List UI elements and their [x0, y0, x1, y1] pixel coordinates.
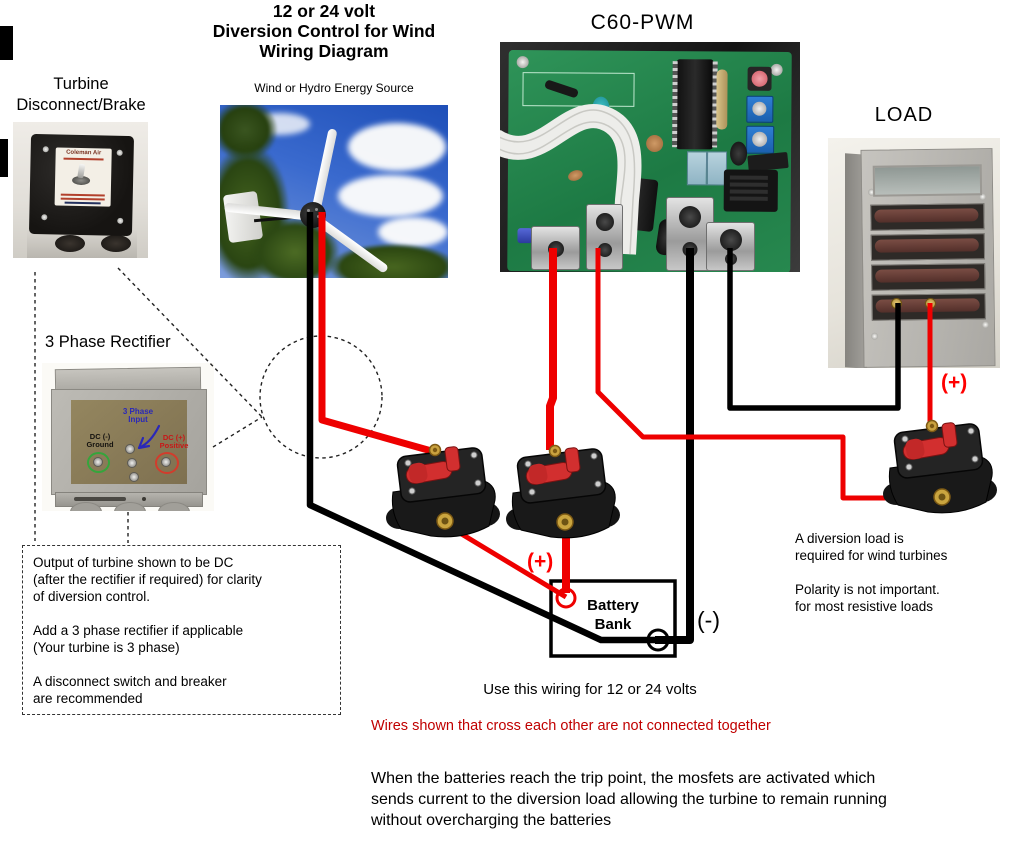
turbine-tail-fin: [222, 190, 264, 244]
label-fine-print: [64, 201, 101, 204]
edge-artifact-bottom: [0, 139, 8, 177]
heater-element-slot: [870, 233, 986, 261]
diversion-load-note: A diversion load is required for wind tu…: [795, 531, 948, 614]
page-title-line2: Diversion Control for Wind: [212, 21, 436, 41]
positive-terminal-ring: [155, 452, 179, 474]
disconnect-box: Coleman Air: [28, 133, 135, 237]
hub-bolt: [317, 215, 320, 218]
dashed-connector-rectifier-circle: [212, 416, 263, 448]
label-fine-print: [60, 197, 105, 200]
wire-c60-battery-positive: [546, 248, 557, 450]
load-terminal-negative: [891, 298, 902, 309]
rectifier-ground-label: DC (-) Ground: [86, 432, 114, 449]
heater-front-panel: [860, 148, 996, 368]
turbine-disconnect-label: Turbine Disconnect/Brake: [16, 75, 146, 114]
terminal-lug: [586, 204, 623, 270]
page-title-line1: 12 or 24 volt: [272, 1, 376, 21]
wire-c60-battery-negative: [655, 248, 694, 644]
input-terminal-bolt: [125, 444, 135, 454]
hub-bolt: [309, 217, 312, 220]
c60-pwm-label: C60-PWM: [590, 11, 695, 34]
crossing-wires-note: Wires shown that cross each other are no…: [371, 718, 771, 734]
notes-dashed-box: Output of turbine shown to be DC (after …: [22, 545, 341, 715]
ground-terminal-ring: [87, 452, 110, 473]
explanation-note: When the batteries reach the trip point,…: [371, 770, 887, 829]
coleman-air-brand: Coleman Air: [66, 149, 102, 157]
heating-element: [875, 268, 980, 283]
input-terminal-bolt: [129, 472, 139, 482]
screw-icon: [981, 321, 989, 329]
battery-minus-label: (-): [697, 607, 720, 633]
tree: [328, 243, 448, 278]
heating-element: [874, 238, 979, 253]
battery-plus-label: (+): [527, 550, 554, 573]
disconnect-faceplate: Coleman Air: [54, 147, 112, 207]
load-terminal-positive: [925, 298, 936, 309]
heater-element-slot: [871, 263, 986, 291]
rectifier-positive-label: DC (+) Positive: [159, 433, 189, 450]
edge-artifact-top: [0, 26, 13, 60]
battery-bank-label: Battery Bank: [587, 597, 639, 633]
input-terminal-bolt: [127, 458, 137, 468]
c60-board-photo: [500, 42, 800, 272]
screw-icon: [41, 214, 48, 221]
base-slot: [74, 497, 126, 501]
wind-turbine-photo: [220, 105, 448, 278]
load-heater-photo: [828, 138, 1000, 368]
rectifier-frame: 3 Phase Input DC (-) Ground DC (+) Posit…: [51, 389, 207, 495]
rectifier-photo: 3 Phase Input DC (-) Ground DC (+) Posit…: [42, 363, 214, 511]
terminal-bolt: [93, 457, 103, 467]
heating-element: [874, 208, 979, 223]
page-title-line3: Wiring Diagram: [259, 41, 389, 61]
hub-bolt: [307, 209, 310, 212]
knockout-hole: [55, 235, 85, 252]
base-hole: [142, 497, 146, 501]
terminal-bolt: [161, 457, 171, 467]
label-rule: [63, 157, 104, 161]
rectifier-face: 3 Phase Input DC (-) Ground DC (+) Posit…: [71, 400, 188, 484]
terminal-lug: [531, 226, 580, 270]
circuit-breaker-battery: [505, 444, 621, 539]
cloud: [348, 123, 446, 171]
ribbon-cable: [500, 104, 642, 255]
heater-element-slot: [870, 203, 985, 231]
label-fine-print: [60, 193, 105, 197]
use-wiring-note: Use this wiring for 12 or 24 volts: [483, 681, 697, 698]
screw-icon: [871, 332, 879, 340]
knockout-hole: [101, 235, 131, 252]
circuit-breaker-diversion: [882, 419, 998, 514]
screw-icon: [117, 217, 124, 224]
page-title: 12 or 24 volt Diversion Control for Wind…: [174, 1, 474, 61]
turbine-hub: [300, 202, 326, 228]
screw-icon: [116, 149, 123, 156]
circuit-breaker-turbine: [385, 443, 501, 538]
terminal-lug: [706, 222, 755, 271]
rectifier-label: 3 Phase Rectifier: [45, 333, 171, 351]
screw-icon: [42, 146, 49, 153]
wind-source-label: Wind or Hydro Energy Source: [254, 81, 414, 95]
heater-top-vent: [872, 164, 983, 197]
hub-bolt: [315, 208, 318, 211]
blue-arrow-icon: [137, 424, 161, 450]
load-label: LOAD: [874, 104, 934, 126]
cloud: [338, 175, 443, 217]
load-plus-label: (+): [941, 371, 968, 394]
dashed-highlight-circle: [259, 335, 383, 459]
turbine-disconnect-photo: Coleman Air: [13, 122, 148, 258]
